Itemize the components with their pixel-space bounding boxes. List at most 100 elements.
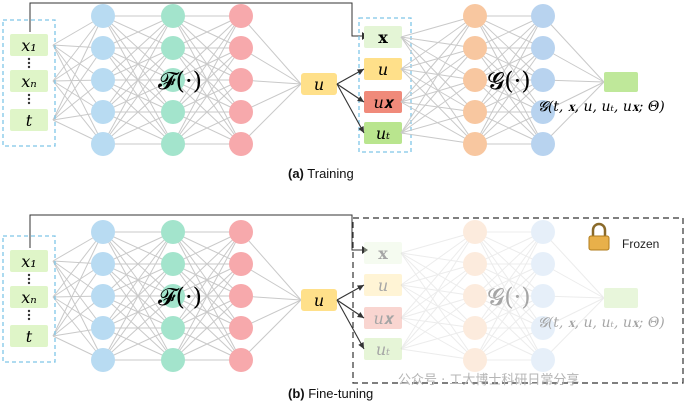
g-layer2-node (531, 4, 555, 28)
edge (400, 252, 476, 265)
edge (474, 295, 544, 361)
f-layer1-node (91, 284, 115, 308)
edge (474, 295, 544, 329)
training-caption-text: Training (307, 166, 353, 181)
edge (172, 231, 242, 297)
edge (400, 284, 476, 297)
g-layer2-node (531, 252, 555, 276)
u-to-feature-arrow (336, 83, 365, 134)
feature-label-1: u (378, 60, 388, 79)
feature-label-3: uₜ (376, 340, 390, 359)
edge (172, 231, 242, 361)
f-layer1-node (91, 68, 115, 92)
input-box-1 (10, 70, 48, 92)
edge (102, 231, 174, 297)
feature-box-1 (364, 58, 402, 80)
input-box-0 (10, 250, 48, 272)
g-layer2-node (531, 68, 555, 92)
g-layer2-node (531, 220, 555, 244)
edge (172, 295, 242, 361)
edge (172, 231, 242, 265)
edge (474, 263, 544, 329)
feature-label-1: u (378, 276, 388, 295)
edge (474, 231, 544, 361)
g-layer1-node (463, 348, 487, 372)
ellipsis-dot (27, 93, 31, 97)
ellipsis-dot (27, 101, 31, 105)
g-layer1-node (463, 132, 487, 156)
f-layer2-node (161, 132, 185, 156)
edge (474, 327, 544, 361)
g-layer1-node (463, 100, 487, 124)
input-box-2 (10, 109, 48, 131)
input-group-box (2, 19, 56, 147)
ellipsis-dot (27, 273, 31, 277)
f-layer1-node (91, 316, 115, 340)
f-layer1-node (91, 220, 115, 244)
edge (474, 263, 544, 297)
watermark-text: 公众号 · 工大博士科研日常分享 (398, 372, 579, 388)
f-layer3-node (229, 68, 253, 92)
skip-arrowhead (362, 246, 368, 254)
edge (400, 15, 476, 134)
u-to-feature-arrow (336, 299, 365, 350)
arrowhead (357, 96, 364, 102)
edge (400, 47, 476, 134)
f-layer1-node (91, 4, 115, 28)
edge (400, 231, 476, 286)
edge (400, 348, 476, 361)
u-output-box (301, 289, 337, 311)
edge (474, 263, 544, 361)
input-box-1 (10, 286, 48, 308)
f-layer3-node (229, 132, 253, 156)
f-layer3-node (229, 36, 253, 60)
edge (400, 284, 476, 329)
feature-box-2 (364, 91, 402, 113)
edge (102, 295, 174, 361)
skip-connection-line (29, 2, 362, 37)
feature-box-0 (364, 26, 402, 48)
edge (52, 260, 104, 361)
edge (240, 83, 302, 145)
arrowhead (358, 342, 364, 349)
input-label-0: x₁ (21, 252, 36, 271)
edge (52, 80, 104, 145)
edge (474, 111, 544, 145)
g-layer2-node (531, 100, 555, 124)
edge (474, 47, 544, 145)
g-layer2-node (531, 348, 555, 372)
g-layer2-node (531, 316, 555, 340)
f-layer1-node (91, 36, 115, 60)
edge (102, 15, 174, 81)
edge (172, 327, 242, 361)
edge (52, 47, 104, 121)
network-g-label: 𝓖(·) (487, 283, 530, 311)
g-layer2-node (531, 36, 555, 60)
edge (102, 231, 174, 265)
f-layer3-node (229, 220, 253, 244)
edge (52, 231, 104, 337)
finetuning-caption-text: Fine-tuning (308, 386, 373, 401)
g-output-box (604, 72, 638, 92)
feature-group-box (358, 17, 412, 153)
edge (474, 295, 544, 361)
edge (400, 327, 476, 350)
frozen-region-box (352, 217, 684, 384)
finetuning-caption: (b) Fine-tuning (288, 386, 373, 401)
u-output-label: u (314, 291, 324, 310)
input-label-0: x₁ (21, 36, 36, 55)
g-network: 𝓖(·)𝓖(t, 𝐱, u, uₜ, u𝐱; Θ) (400, 4, 665, 156)
edge (400, 263, 476, 350)
ellipsis-dot (27, 277, 31, 281)
f-layer2-node (161, 220, 185, 244)
feature-label-0: 𝐱 (378, 28, 388, 47)
lock-body (588, 235, 610, 251)
feature-label-3: uₜ (376, 124, 390, 143)
ellipsis-dot (27, 61, 31, 65)
edge (172, 231, 242, 329)
arrowhead (357, 285, 364, 291)
edge (474, 15, 544, 113)
edge (474, 231, 544, 361)
